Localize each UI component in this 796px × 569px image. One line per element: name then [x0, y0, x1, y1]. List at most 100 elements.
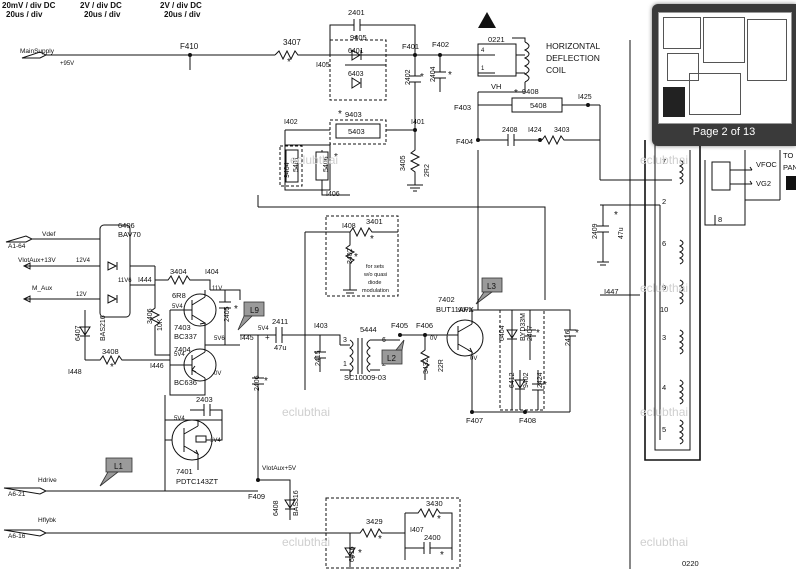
page-thumbnail-preview[interactable]	[658, 12, 792, 124]
svg-text:*: *	[514, 88, 518, 99]
c2424-label: 2424	[537, 372, 544, 388]
svg-text:*: *	[543, 380, 547, 391]
q7403-label: 7403	[174, 323, 191, 332]
c2402-label: 2402	[405, 69, 412, 85]
driver-section: Vdef A1-64 VlotAux+13V M_Aux 6406 BAV70 …	[5, 221, 340, 480]
svg-text:*: *	[264, 376, 268, 387]
f407-label: F407	[466, 416, 483, 425]
svg-text:*: *	[448, 70, 452, 81]
v12v-label: 12V	[76, 292, 87, 298]
d6406-label: 6406	[118, 221, 135, 230]
svg-text:*: *	[440, 550, 444, 561]
vg2-label: VG2	[756, 179, 771, 188]
vlotaux-label: VlotAux+13V	[18, 257, 56, 264]
d6404t-label: BYD33M	[520, 313, 527, 341]
tag-l1: L1	[99, 457, 133, 487]
v0v-label: 0V	[214, 371, 221, 377]
d6401-label: 6401	[348, 48, 364, 55]
v12v4-label: 12V4	[76, 258, 91, 264]
svg-text:L2: L2	[387, 354, 396, 363]
i425-label: I425	[578, 94, 592, 101]
note-line-4: modulation	[362, 288, 389, 294]
svg-text:*: *	[536, 328, 540, 339]
svg-text:*: *	[575, 328, 579, 339]
i403-label: I403	[314, 323, 328, 330]
c2408-label: 2408	[502, 127, 518, 134]
svg-text:+: +	[265, 333, 270, 342]
d6407-label: 6407	[75, 325, 82, 341]
r3404-label: 3404	[170, 267, 187, 276]
q7401-label: 7401	[176, 467, 193, 476]
d6416-label: 6416	[349, 546, 356, 562]
plus95v-label: +95V	[60, 61, 74, 67]
watermark-2: eclubthai	[640, 153, 688, 167]
hflybk-label: Hflybk	[38, 517, 57, 524]
r3405-label: 3405	[400, 155, 407, 171]
svg-text:*: *	[287, 57, 291, 68]
quasi-diode-section: I408 3401 * 3402 * for sets w/o quasi di…	[304, 205, 640, 390]
q7402t-label: BUT11APX	[436, 305, 474, 314]
r3403-label: 3403	[554, 127, 570, 134]
f406-label: F406	[416, 321, 433, 330]
fbt-pin8: 8	[718, 215, 722, 224]
r3401-label: 3401	[366, 217, 383, 226]
r6r8-label: 6R8	[172, 291, 186, 300]
pan-label: PAN	[783, 163, 796, 172]
f410-label: F410	[180, 42, 199, 51]
l5403-label: 5403	[348, 127, 365, 136]
note-line-3: diode	[368, 280, 381, 286]
t-pin2: 2	[382, 361, 386, 368]
r9408-label: 9408	[522, 87, 539, 96]
svg-text:*: *	[420, 72, 424, 83]
c2400-label: 2400	[424, 533, 441, 542]
r3432-label: 3432	[423, 358, 430, 374]
d6408t-label: BAS316	[293, 490, 300, 516]
conn-pin4: 4	[481, 48, 485, 54]
coil-label-2: DEFLECTION	[546, 53, 600, 63]
r3405v-label: 2R2	[424, 164, 431, 177]
i446-label: I446	[150, 363, 164, 370]
scope-label-2a: 2V / div DC	[80, 1, 122, 10]
svg-text:*: *	[370, 234, 374, 245]
watermark-3: eclubthai	[640, 281, 688, 295]
i404-label: I404	[205, 269, 219, 276]
vfoc-label: VFOC	[756, 160, 777, 169]
i424-label: I424	[528, 127, 542, 134]
tag-l2: L2	[381, 339, 405, 365]
watermark-6: eclubthai	[282, 535, 330, 549]
v0vb-label: 0V	[470, 356, 477, 362]
maux-label: M_Aux	[32, 285, 53, 292]
r3406-label: 3406	[147, 308, 154, 324]
page-thumbnail-popup[interactable]: Page 2 of 13	[652, 4, 796, 146]
c2406-label: 2406	[254, 375, 261, 391]
page-indicator: Page 2 of 13	[692, 126, 756, 138]
r9403-label: 9403	[345, 110, 362, 119]
a621-label: A6-21	[8, 491, 26, 498]
d6403-label: 6403	[348, 71, 364, 78]
i401-label: I401	[411, 119, 425, 126]
scope-label-2b: 20us / div	[84, 10, 121, 19]
vlotaux5-label: VlotAux+5V	[262, 465, 297, 472]
v11v-label: 11V	[212, 286, 222, 292]
svg-text:*: *	[354, 252, 358, 263]
c2401-label: 2401	[348, 8, 365, 17]
d6404-label: 6404	[499, 325, 506, 341]
v1v4-label: 1V4	[210, 438, 221, 444]
svg-text:*: *	[110, 362, 114, 373]
c2409v-label: 47u	[618, 227, 625, 239]
scope-labels: 20mV / div DC 20us / div 2V / div DC 20u…	[2, 1, 202, 19]
f404-label: F404	[456, 137, 473, 146]
a616-label: A6-16	[8, 533, 26, 540]
watermark-7: eclubthai	[640, 535, 688, 549]
svg-text:!: !	[486, 18, 489, 28]
d6412-label: 6412	[509, 372, 516, 388]
v11v6-label: 11V6	[118, 278, 132, 284]
svg-text:L1: L1	[114, 462, 123, 471]
watermark-5: eclubthai	[640, 405, 688, 419]
fbt-pin4: 4	[662, 383, 666, 392]
tag-l3: L3	[475, 277, 503, 305]
scope-label-3a: 2V / div DC	[160, 1, 202, 10]
v0va-label: 0V	[430, 336, 437, 342]
fbt-pin6: 6	[662, 239, 666, 248]
c2409-label: 2409	[592, 223, 599, 239]
